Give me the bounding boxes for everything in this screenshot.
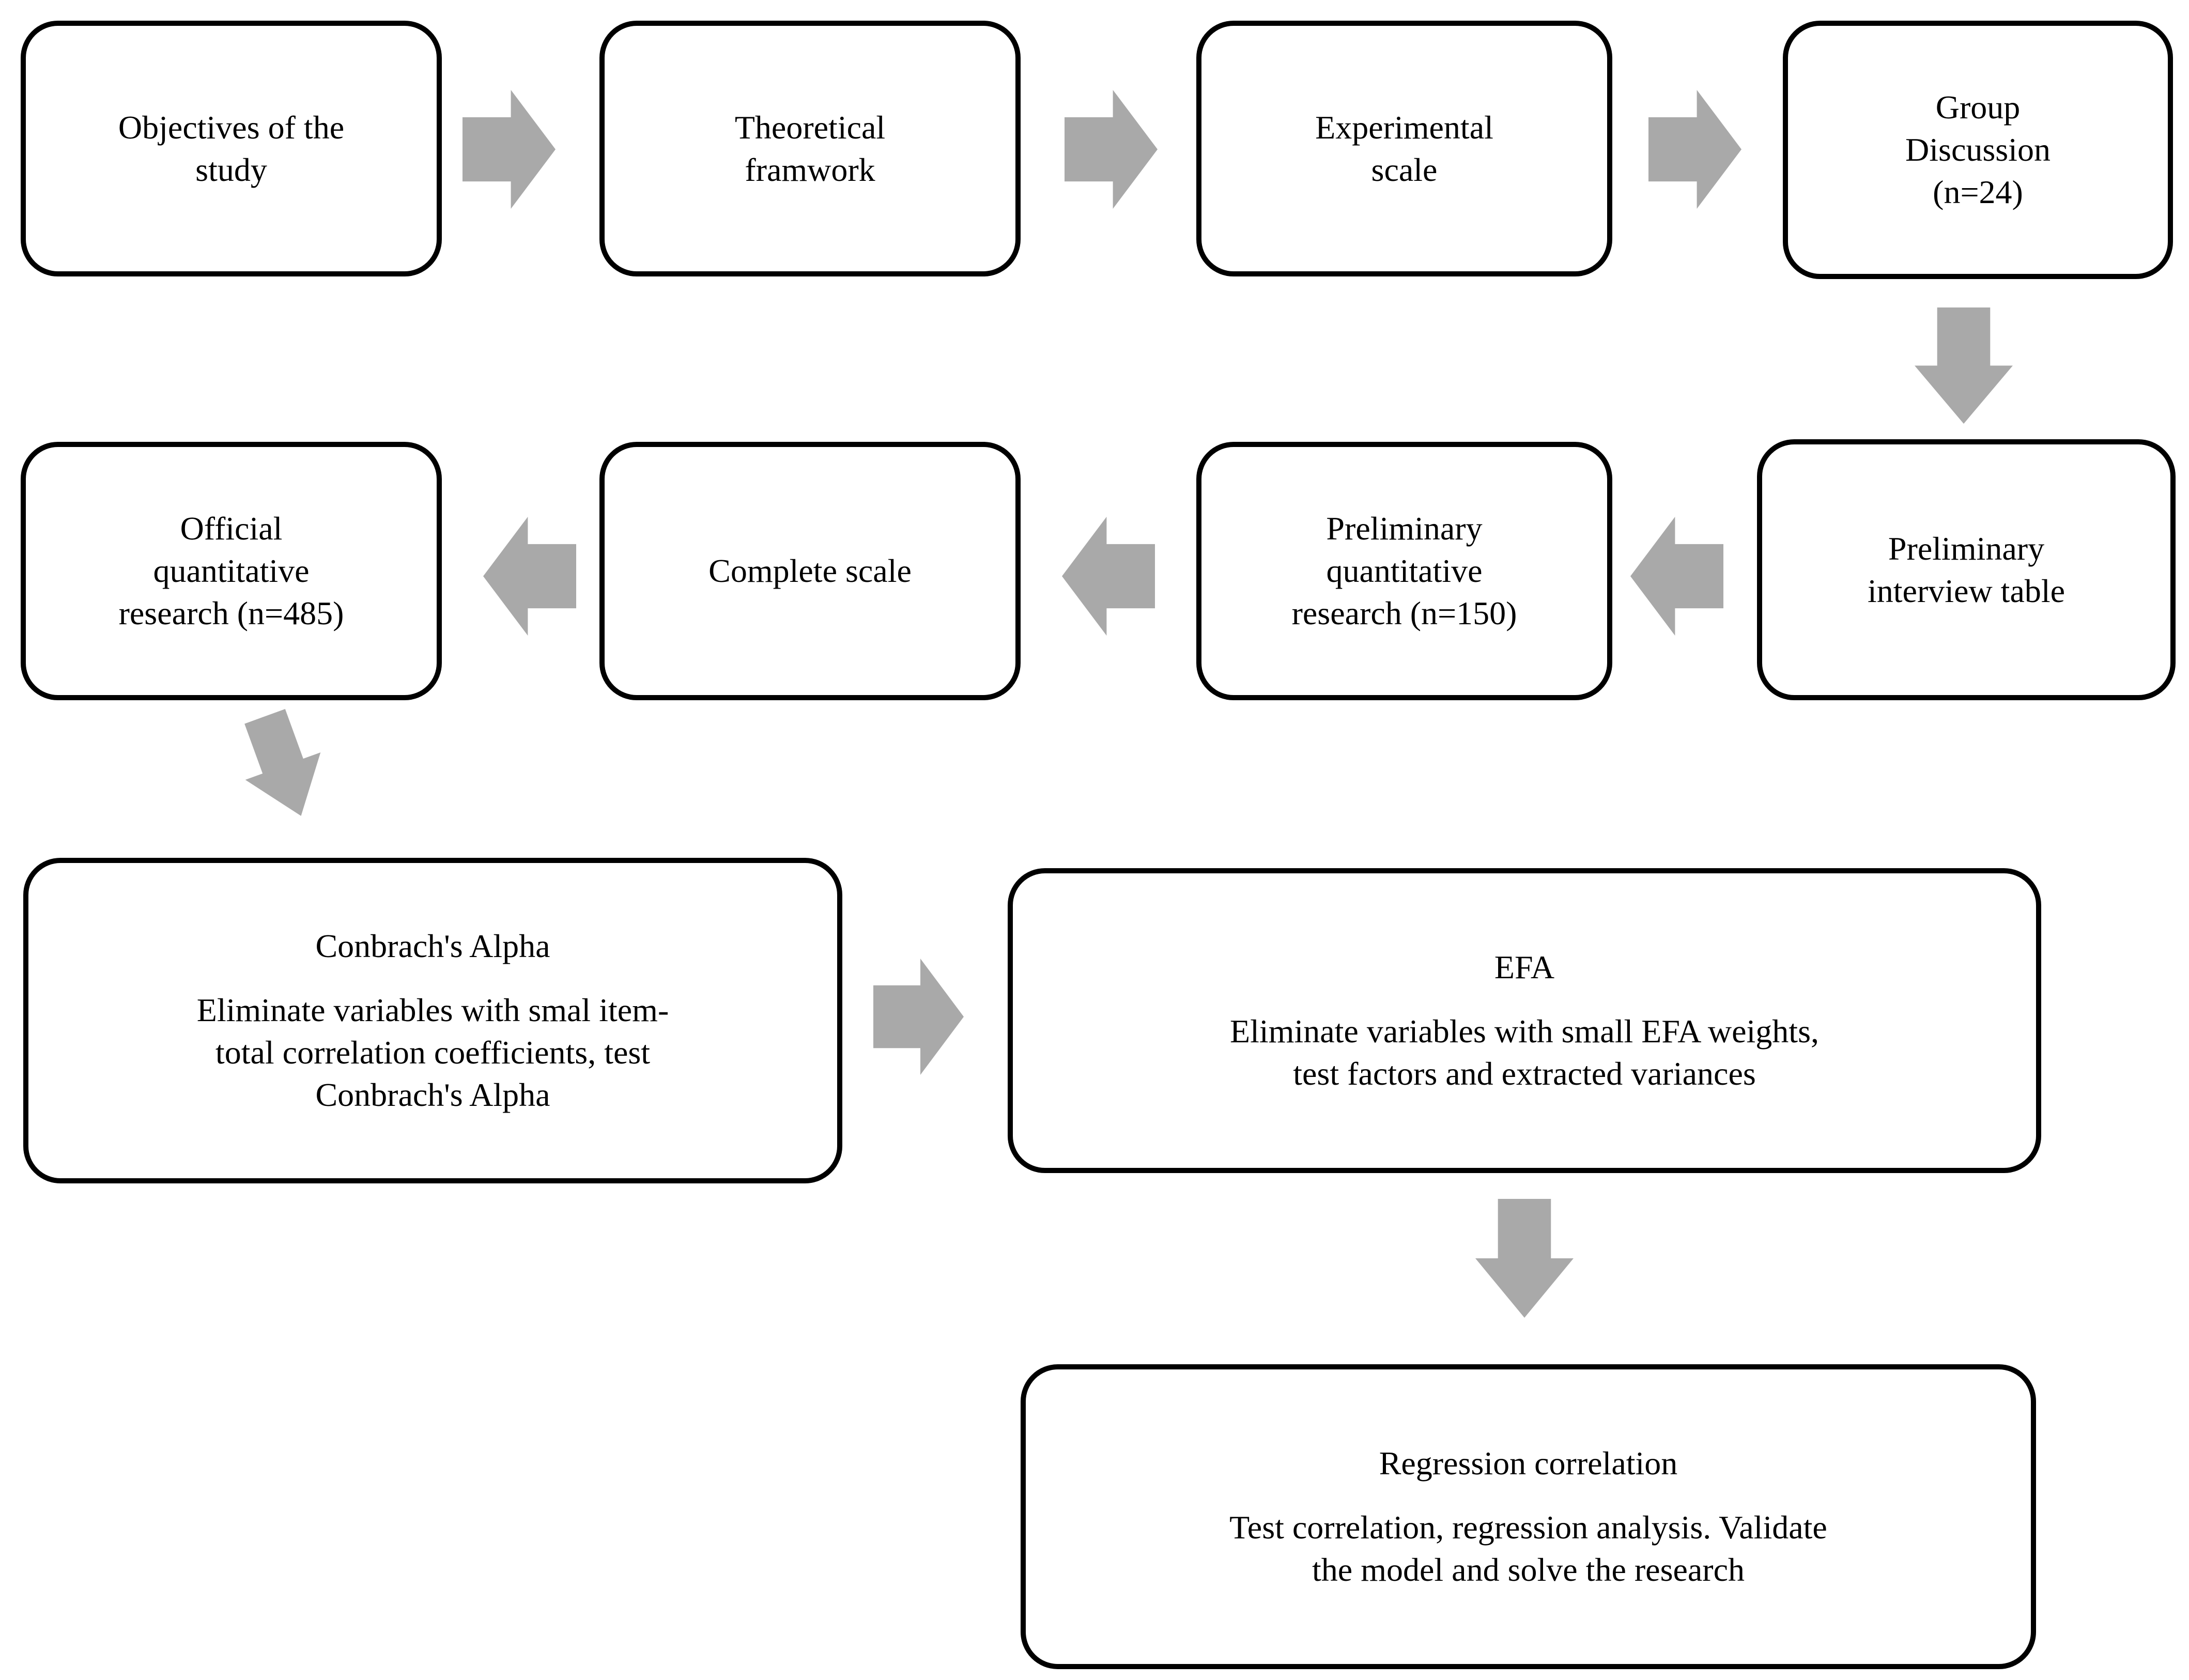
node-objectives: Objectives of the study bbox=[21, 21, 442, 276]
flow-arrow-left-icon bbox=[1062, 517, 1155, 636]
node-complete-scale: Complete scale bbox=[599, 442, 1021, 700]
node-experimental-scale: Experimental scale bbox=[1196, 21, 1612, 276]
flow-arrow-right-icon bbox=[463, 90, 556, 209]
node-cronbachs-alpha-body: Eliminate variables with smal item- tota… bbox=[196, 992, 669, 1113]
node-preliminary-quantitative-research: Preliminary quantitative research (n=150… bbox=[1196, 442, 1612, 700]
node-experimental-scale-label: Experimental scale bbox=[1315, 109, 1493, 188]
flow-arrow-left-icon bbox=[1630, 517, 1723, 636]
node-theoretical-framework-label: Theoretical framwork bbox=[734, 109, 886, 188]
flow-arrow-down-tilted-icon bbox=[227, 703, 339, 830]
node-group-discussion: Group Discussion (n=24) bbox=[1783, 21, 2173, 279]
node-objectives-label: Objectives of the study bbox=[118, 109, 345, 188]
node-cronbachs-alpha: Conbrach's Alpha Eliminate variables wit… bbox=[23, 858, 842, 1183]
node-official-quantitative-research-label: Official quantitative research (n=485) bbox=[118, 510, 344, 631]
flow-arrow-down-icon bbox=[1475, 1199, 1574, 1318]
flow-arrow-left-icon bbox=[483, 517, 576, 636]
flow-arrow-right-icon bbox=[1648, 90, 1741, 209]
node-official-quantitative-research: Official quantitative research (n=485) bbox=[21, 442, 442, 700]
node-regression-correlation-body: Test correlation, regression analysis. V… bbox=[1229, 1509, 1827, 1588]
node-efa-body: Eliminate variables with small EFA weigh… bbox=[1230, 1013, 1819, 1092]
node-preliminary-quantitative-research-label: Preliminary quantitative research (n=150… bbox=[1291, 510, 1517, 631]
node-preliminary-interview-table: Preliminary interview table bbox=[1757, 439, 2176, 700]
node-complete-scale-label: Complete scale bbox=[708, 552, 912, 590]
flow-arrow-down-icon bbox=[1915, 307, 2013, 424]
node-regression-correlation-title: Regression correlation bbox=[1379, 1445, 1678, 1482]
node-efa-title: EFA bbox=[1494, 949, 1555, 986]
node-group-discussion-label: Group Discussion (n=24) bbox=[1905, 89, 2051, 210]
flow-arrow-right-icon bbox=[1065, 90, 1158, 209]
node-efa: EFA Eliminate variables with small EFA w… bbox=[1008, 868, 2041, 1173]
flow-arrow-right-icon bbox=[873, 959, 964, 1075]
node-preliminary-interview-table-label: Preliminary interview table bbox=[1867, 530, 2065, 609]
node-regression-correlation: Regression correlation Test correlation,… bbox=[1021, 1364, 2036, 1669]
node-theoretical-framework: Theoretical framwork bbox=[599, 21, 1021, 276]
node-cronbachs-alpha-title: Conbrach's Alpha bbox=[315, 928, 550, 965]
